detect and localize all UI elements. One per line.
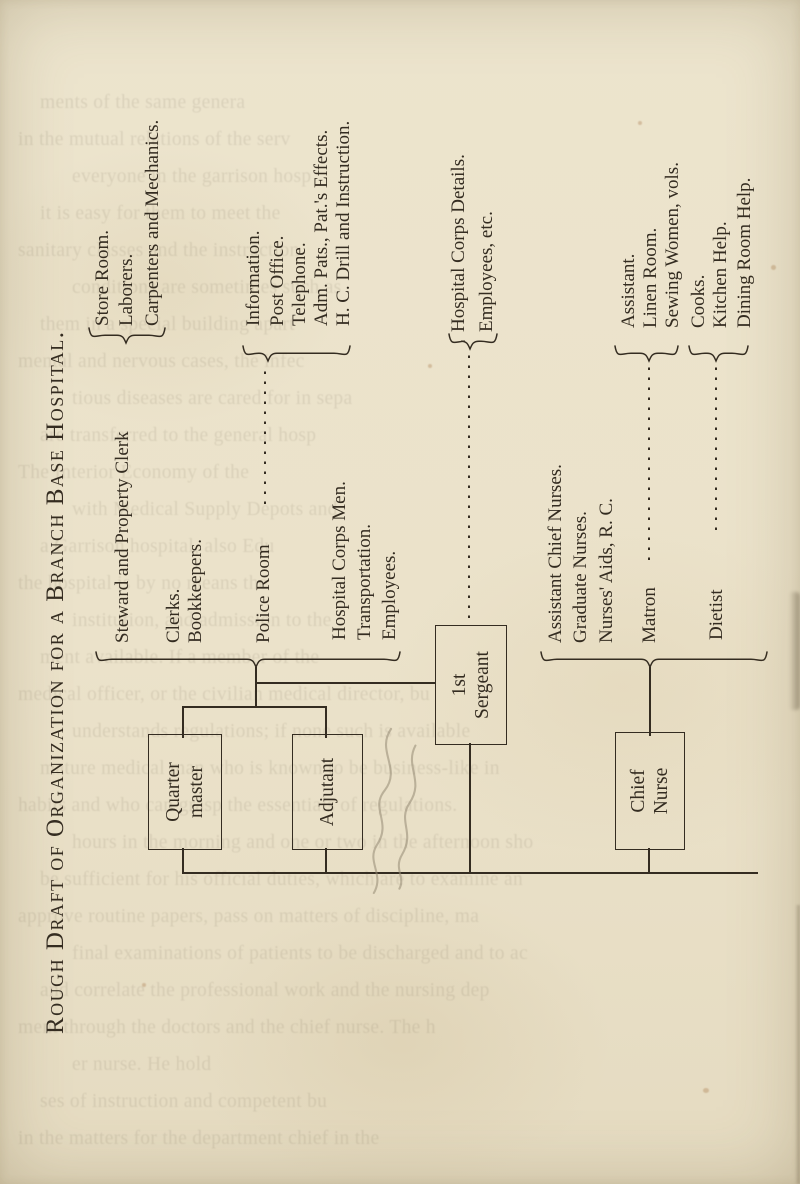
first-sergeant-details-brace (448, 333, 498, 351)
employees-label: Employees. (379, 550, 400, 640)
police-room-label: Police Room (253, 544, 274, 643)
box-first-sergeant-line1: 1st (449, 673, 470, 697)
box-chief-nurse-line1: Chief (628, 769, 649, 813)
chief-nurse-group-brace (540, 651, 768, 669)
matron-items-brace (614, 345, 679, 363)
police-room-dotted-leader (264, 364, 267, 504)
box-quartermaster-line2: master (186, 766, 207, 818)
steward-item-carpenters-mechanics: Carpenters and Mechanics. (142, 119, 163, 326)
police-item-adm-pats: Adm. Pats., Pat.'s Effects. (311, 129, 332, 326)
detail-item-hospital-corps-details: Hospital Corps Details. (448, 154, 469, 332)
adjutant-junction-stub (325, 707, 327, 738)
box-first-sergeant-line2: Sergeant (472, 651, 493, 719)
foxing-spot (638, 121, 642, 125)
dietist-item-kitchen-help: Kitchen Help. (710, 221, 731, 328)
matron-item-linen-room: Linen Room. (640, 227, 661, 328)
adjutant-trunk-stub (325, 848, 327, 874)
matron-dotted-leader (648, 366, 651, 560)
box-chief-nurse: Chief Nurse (615, 732, 685, 850)
chief-nurse-brace-line (649, 667, 651, 736)
dietist-item-cooks: Cooks. (688, 274, 709, 328)
foxing-spot (771, 265, 776, 270)
box-quartermaster-line1: Quarter (163, 762, 184, 822)
matron-item-sewing-women: Sewing Women, vols. (662, 162, 683, 328)
foxing-spot (703, 1088, 709, 1093)
dietist-dotted-leader (715, 366, 718, 530)
dietist-label: Dietist (706, 589, 727, 640)
transportation-label: Transportation. (354, 524, 375, 640)
steward-property-clerk-label: Steward and Property Clerk (112, 431, 133, 643)
first-sergeant-drop-line (255, 682, 436, 684)
police-item-post-office: Post Office. (267, 235, 288, 326)
steward-item-store-room: Store Room. (92, 229, 113, 326)
police-room-items-brace (242, 345, 351, 363)
first-sergeant-dotted-leader (468, 354, 471, 618)
police-item-information: Information. (243, 230, 264, 326)
dietist-items-brace (688, 345, 749, 363)
steward-items-brace (88, 327, 166, 345)
steward-item-laborers: Laborers. (116, 253, 137, 326)
box-adjutant-label: Adjutant (317, 757, 338, 827)
page-edge-smudge (789, 592, 800, 710)
nurse-item-graduate-nurses: Graduate Nurses. (570, 511, 591, 643)
nurse-item-assistant-chief-nurses: Assistant Chief Nurses. (545, 464, 566, 643)
quartermaster-junction-stub (182, 707, 184, 738)
junction-to-brace-line (255, 667, 257, 708)
chief-nurse-trunk-stub (648, 848, 650, 874)
police-item-telephone: Telephone. (289, 242, 310, 326)
foxing-spot (428, 364, 432, 368)
quartermaster-trunk-stub (182, 848, 184, 874)
quartermaster-adjutant-group-brace (95, 651, 401, 669)
matron-item-assistant: Assistant. (618, 253, 639, 328)
box-chief-nurse-line2: Nurse (651, 767, 672, 815)
dietist-item-dining-room-help: Dining Room Help. (734, 177, 755, 328)
matron-label: Matron (639, 587, 660, 643)
police-item-hc-drill: H. C. Drill and Instruction. (333, 120, 354, 326)
first-sergeant-trunk-line (469, 743, 471, 874)
page-title: Rough Draft of Organization for a Branch… (42, 330, 69, 1034)
bookkeepers-label: Bookkeepers. (185, 539, 206, 643)
nurse-item-nurses-aids: Nurses' Aids, R. C. (596, 498, 617, 643)
box-quartermaster: Quarter master (148, 734, 222, 850)
pencil-annotation (372, 727, 417, 895)
foxing-spot (142, 983, 146, 987)
detail-item-employees-etc: Employees, etc. (476, 211, 497, 332)
page-edge-shadow (795, 905, 800, 1184)
hospital-corps-men-label: Hospital Corps Men. (329, 481, 350, 640)
clerks-label: Clerks. (163, 588, 184, 643)
